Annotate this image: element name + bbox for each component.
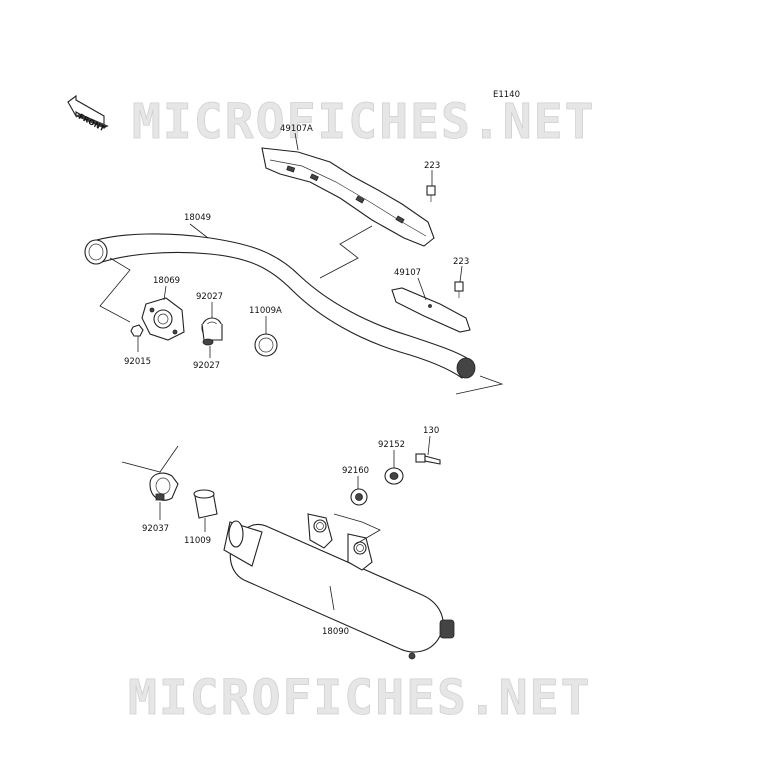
label-exhaust-pipe: 18049	[184, 213, 211, 223]
label-collar-upper: 92027	[196, 292, 223, 302]
bolt-top	[426, 185, 436, 202]
label-bolt-top: 223	[424, 161, 440, 171]
label-clamp: 92037	[142, 524, 169, 534]
label-collar-muffler: 92152	[378, 440, 405, 450]
gasket	[193, 489, 218, 519]
label-muffler: 18090	[322, 627, 349, 637]
bolt-guard	[454, 281, 464, 298]
label-heat-guard: 49107	[394, 268, 421, 278]
collar-muffler	[384, 467, 404, 485]
exhaust-pipe	[84, 233, 476, 379]
clamp	[149, 472, 179, 501]
label-bolt-muffler: 130	[423, 426, 439, 436]
label-nut-flange: 92015	[124, 357, 151, 367]
flange	[141, 297, 185, 341]
front-arrow-icon: FRONT	[67, 94, 109, 134]
label-gasket: 11009	[184, 536, 211, 546]
label-bolt-guard: 223	[453, 257, 469, 267]
label-damper: 92160	[342, 466, 369, 476]
label-heat-guard-a: 49107A	[280, 124, 313, 134]
watermark-top: MICROFICHES.NET	[132, 94, 595, 150]
label-gasket-a: 11009A	[249, 306, 282, 316]
damper	[350, 488, 368, 506]
label-collar-lower: 92027	[193, 361, 220, 371]
heat-guard	[391, 287, 471, 333]
nut-flange	[130, 324, 144, 337]
diagram-code: E1140	[493, 90, 520, 100]
heat-guard-a	[261, 147, 435, 247]
bolt-muffler	[415, 453, 441, 465]
label-flange: 18069	[153, 276, 180, 286]
muffler	[223, 513, 455, 660]
collar-assembly	[201, 317, 223, 346]
watermark-bottom: MICROFICHES.NET	[128, 670, 591, 726]
gasket-a	[254, 333, 278, 357]
